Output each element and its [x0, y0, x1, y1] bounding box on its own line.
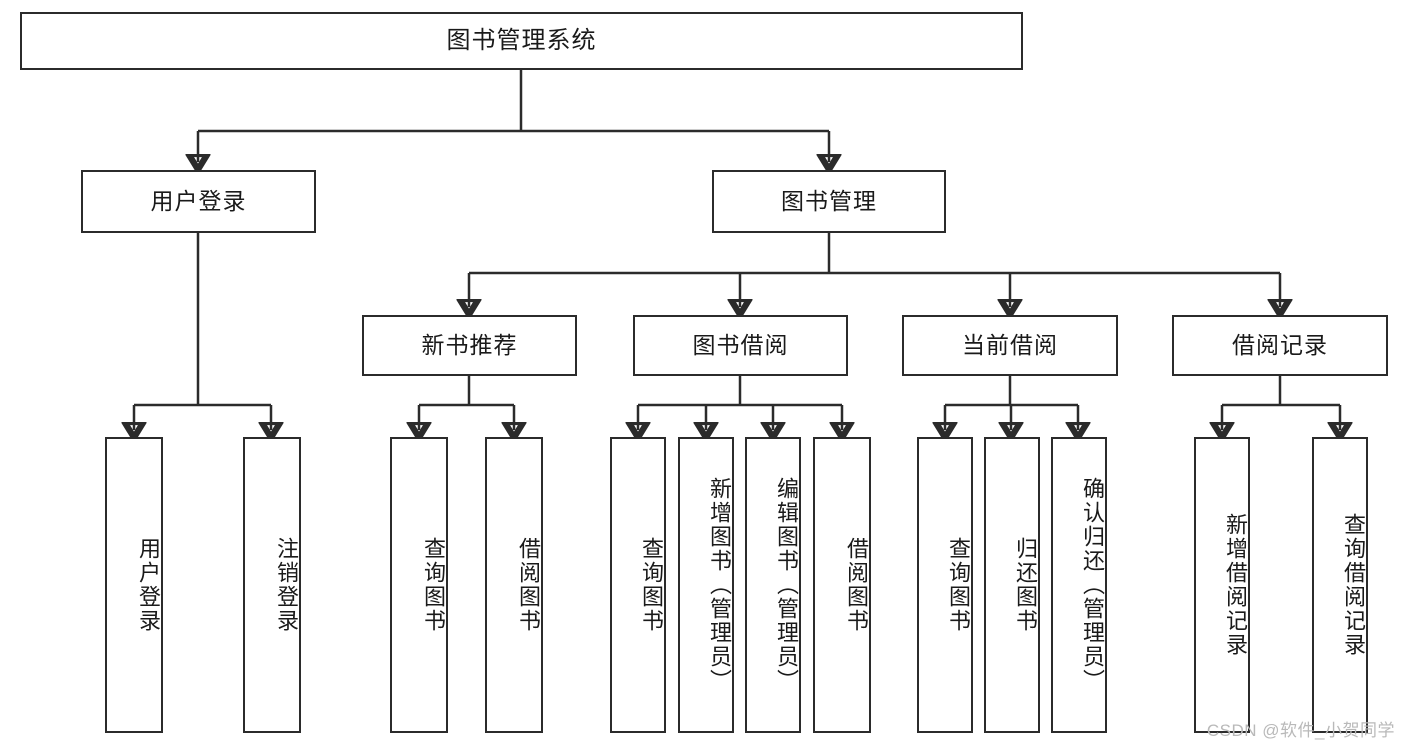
node-new-book-recommend[interactable]: 新书推荐 [362, 315, 577, 376]
node-root-book-management-system[interactable]: 图书管理系统 [20, 12, 1023, 70]
leaf-user-login-logout[interactable]: 注销登录 [243, 437, 301, 733]
leaf-book-borrow-add-book-admin[interactable]: 新增图书（管理员） [678, 437, 734, 733]
leaf-borrow-record-add-record[interactable]: 新增借阅记录 [1194, 437, 1250, 733]
leaf-borrow-record-query-record[interactable]: 查询借阅记录 [1312, 437, 1368, 733]
leaf-user-login-login[interactable]: 用户登录 [105, 437, 163, 733]
leaf-book-borrow-query-book[interactable]: 查询图书 [610, 437, 666, 733]
leaf-new-book-borrow-book[interactable]: 借阅图书 [485, 437, 543, 733]
watermark-text: CSDN @软件_小贺同学 [1206, 721, 1395, 740]
leaf-current-borrow-query-book[interactable]: 查询图书 [917, 437, 973, 733]
node-book-management[interactable]: 图书管理 [712, 170, 946, 233]
leaf-current-borrow-return-book[interactable]: 归还图书 [984, 437, 1040, 733]
leaf-book-borrow-borrow-book[interactable]: 借阅图书 [813, 437, 871, 733]
leaf-new-book-query-book[interactable]: 查询图书 [390, 437, 448, 733]
node-borrow-record[interactable]: 借阅记录 [1172, 315, 1388, 376]
node-user-login[interactable]: 用户登录 [81, 170, 316, 233]
leaf-book-borrow-edit-book-admin[interactable]: 编辑图书（管理员） [745, 437, 801, 733]
node-book-borrow[interactable]: 图书借阅 [633, 315, 848, 376]
leaf-current-borrow-confirm-return-admin[interactable]: 确认归还（管理员） [1051, 437, 1107, 733]
node-current-borrow[interactable]: 当前借阅 [902, 315, 1118, 376]
